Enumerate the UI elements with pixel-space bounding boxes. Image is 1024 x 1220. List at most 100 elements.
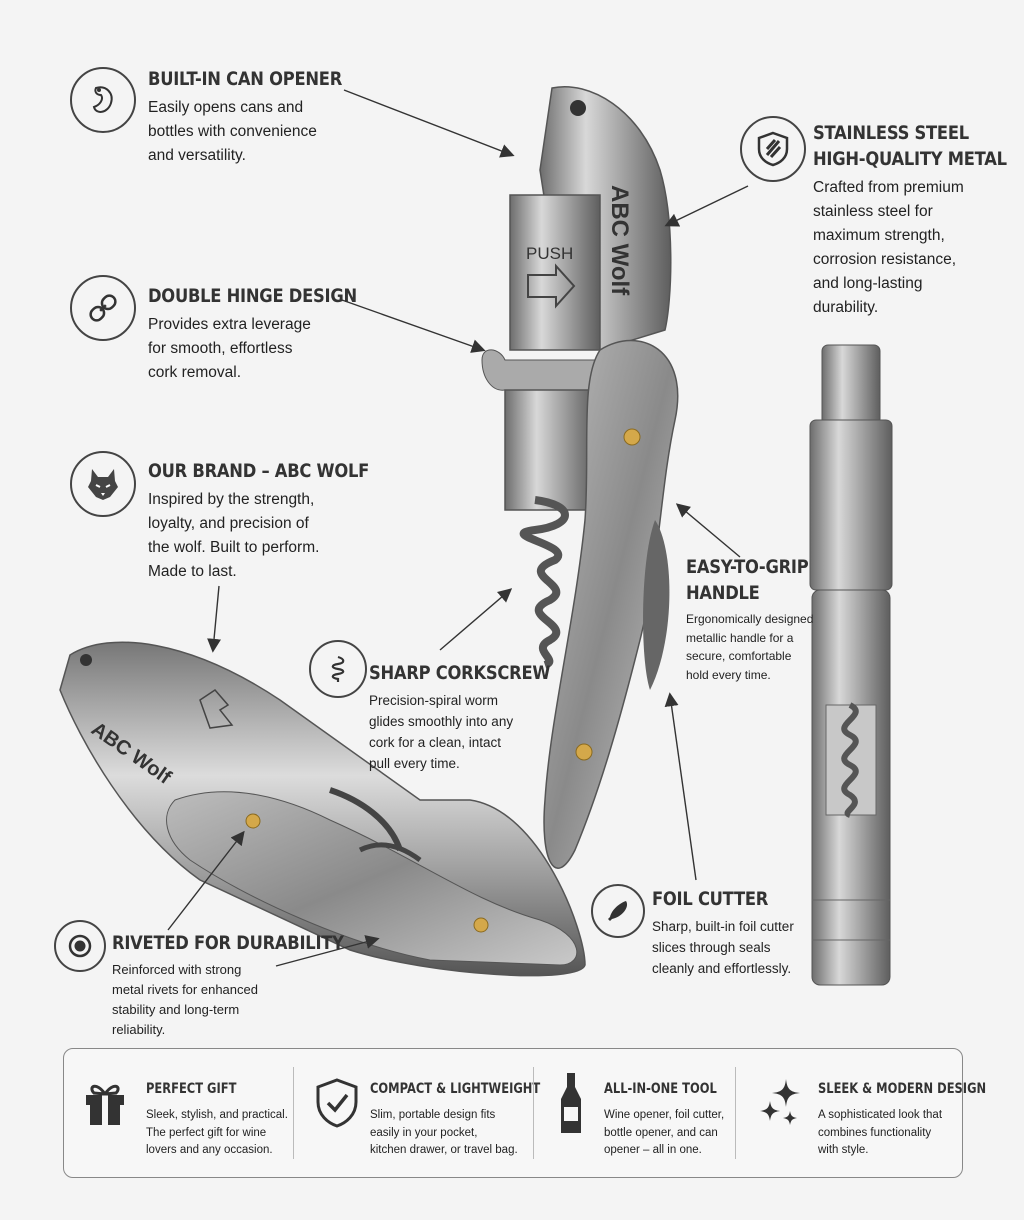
desc-line: durability. [813,299,879,316]
desc-line: corrosion resistance, [813,251,957,268]
benefit-desc: A sophisticated look that combines funct… [818,1107,993,1160]
feature-title: DOUBLE HINGE DESIGN [148,285,357,307]
desc-line: with style. [818,1144,869,1156]
feature-easy-grip: EASY-TO-GRIP HANDLE Ergonomically design… [686,554,828,684]
desc-line: Sharp, built-in foil cutter [652,919,794,934]
blade-icon [591,884,645,938]
desc-line: Inspired by the strength, [148,491,315,508]
shield-icon [740,116,806,182]
feature-desc: Precision-spiral worm glides smoothly in… [369,690,580,774]
desc-line: bottles with convenience [148,123,317,140]
brand-engraving: ABC Wolf [606,185,633,296]
desc-line: Ergonomically designed [686,612,814,626]
desc-line: combines functionality [818,1126,932,1139]
push-label: PUSH [526,244,573,263]
divider [293,1067,294,1159]
desc-line: A sophisticated look that [818,1109,943,1121]
feature-desc: Provides extra leverage for smooth, effo… [148,313,391,385]
benefit-title: SLEEK & MODERN DESIGN [818,1081,987,1097]
benefit-sleek-design: SLEEK & MODERN DESIGN A sophisticated lo… [736,1049,986,1177]
feature-title-line1: EASY-TO-GRIP [686,556,809,578]
desc-line: Precision-spiral worm [369,693,499,708]
desc-line: stainless steel for [813,203,933,220]
feature-desc: Reinforced with strong metal rivets for … [112,960,381,1040]
benefit-desc: Slim, portable design fits easily in you… [370,1107,545,1160]
desc-line: easily in your pocket, [370,1126,478,1139]
desc-line: and versatility. [148,147,246,164]
desc-line: Crafted from premium [813,179,964,196]
desc-line: opener – all in one. [604,1144,702,1156]
desc-line: lovers and any occasion. [146,1144,273,1156]
desc-line: secure, comfortable [686,649,792,663]
feature-title-line1: STAINLESS STEEL [813,122,969,144]
benefit-title: COMPACT & LIGHTWEIGHT [370,1081,541,1097]
feature-title: RIVETED FOR DURABILITY [112,932,344,954]
wine-bottle-icon [558,1071,584,1140]
desc-line: pull every time. [369,756,460,771]
can-opener-icon [70,67,136,133]
benefit-all-in-one: ALL-IN-ONE TOOL Wine opener, foil cutter… [534,1049,754,1177]
desc-line: cleanly and effortlessly. [652,961,792,976]
feature-title: OUR BRAND – ABC WOLF [148,460,370,482]
desc-line: Slim, portable design fits [370,1109,496,1121]
benefit-title: ALL-IN-ONE TOOL [604,1081,717,1097]
desc-line: for smooth, effortless [148,340,293,357]
desc-line: reliability. [112,1022,166,1037]
desc-line: bottle opener, and can [604,1126,718,1139]
desc-line: and long-lasting [813,275,923,292]
desc-line: loyalty, and precision of [148,515,309,532]
desc-line: The perfect gift for wine [146,1126,267,1139]
side-view-corkscrew [809,344,893,986]
desc-line: Provides extra leverage [148,316,311,333]
desc-line: kitchen drawer, or travel bag. [370,1144,518,1156]
feature-riveted: RIVETED FOR DURABILITY Reinforced with s… [112,930,381,1040]
feature-desc: Crafted from premium stainless steel for… [813,176,1024,320]
desc-line: the wolf. Built to perform. [148,539,320,556]
feature-desc: Inspired by the strength, loyalty, and p… [148,488,405,584]
shield-check-icon [314,1077,360,1134]
feature-title-line2: HANDLE [686,582,760,604]
feature-title: FOIL CUTTER [652,888,769,910]
benefit-compact: COMPACT & LIGHTWEIGHT Slim, portable des… [294,1049,540,1177]
feature-corkscrew: SHARP CORKSCREW Precision-spiral worm gl… [369,660,580,774]
feature-desc: Ergonomically designed metallic handle f… [686,610,828,684]
feature-can-opener: BUILT-IN CAN OPENER Easily opens cans an… [148,66,374,168]
feature-foil-cutter: FOIL CUTTER Sharp, built-in foil cutter … [652,886,794,979]
benefit-desc: Wine opener, foil cutter, bottle opener,… [604,1107,779,1160]
feature-brand: OUR BRAND – ABC WOLF Inspired by the str… [148,458,405,584]
divider [533,1067,534,1159]
feature-stainless-steel: STAINLESS STEEL HIGH-QUALITY METAL Craft… [813,120,1024,320]
feature-title-line2: HIGH-QUALITY METAL [813,148,1007,170]
desc-line: Wine opener, foil cutter, [604,1109,725,1121]
desc-line: cork for a clean, intact [369,735,502,750]
rivet-icon [54,920,106,972]
benefit-perfect-gift: PERFECT GIFT Sleek, stylish, and practic… [64,1049,294,1177]
wolf-icon [70,451,136,517]
closed-view-corkscrew [59,641,586,977]
desc-line: slices through seals [652,940,771,955]
desc-line: metallic handle for a [686,630,794,645]
desc-line: stability and long-term [112,1002,240,1017]
chain-link-icon [70,275,136,341]
feature-title: SHARP CORKSCREW [369,662,551,684]
main-corkscrew [481,86,679,869]
desc-line: metal rivets for enhanced [112,982,258,997]
desc-line: glides smoothly into any [369,714,514,729]
divider [735,1067,736,1159]
desc-line: Sleek, stylish, and practical. [146,1109,288,1121]
gift-icon [82,1077,128,1134]
desc-line: Reinforced with strong [112,962,242,977]
desc-line: hold every time. [686,667,771,682]
feature-title: BUILT-IN CAN OPENER [148,68,343,90]
desc-line: Easily opens cans and [148,99,304,116]
feature-desc: Sharp, built-in foil cutter slices throu… [652,916,794,979]
feature-double-hinge: DOUBLE HINGE DESIGN Provides extra lever… [148,283,391,385]
desc-line: cork removal. [148,364,242,381]
benefit-desc: Sleek, stylish, and practical. The perfe… [146,1107,321,1160]
desc-line: maximum strength, [813,227,945,244]
benefit-title: PERFECT GIFT [146,1081,237,1097]
benefits-bar: PERFECT GIFT Sleek, stylish, and practic… [63,1048,986,1178]
feature-desc: Easily opens cans and bottles with conve… [148,96,374,168]
